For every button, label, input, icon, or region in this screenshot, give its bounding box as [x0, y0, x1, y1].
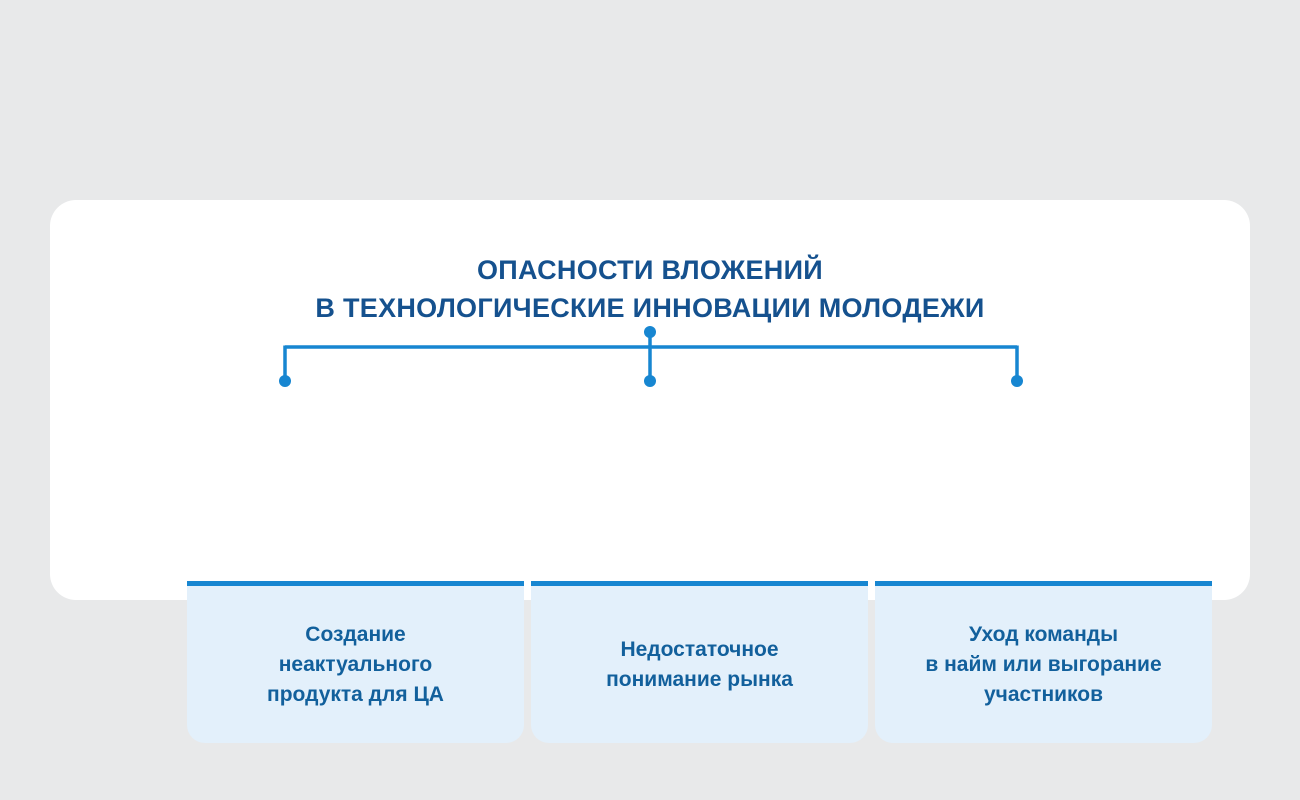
- risk-box-label: Уход команды в найм или выгорание участн…: [925, 622, 1162, 706]
- risk-box-irrelevant-product: Создание неактуального продукта для ЦА: [187, 581, 524, 743]
- risk-box-label: Недостаточное понимание рынка: [606, 637, 793, 691]
- risk-box-team-burnout: Уход команды в найм или выгорание участн…: [875, 581, 1212, 743]
- risk-box-label: Создание неактуального продукта для ЦА: [267, 622, 444, 706]
- risk-box-market-understanding: Недостаточное понимание рынка: [531, 581, 868, 743]
- diagram-card: ОПАСНОСТИ ВЛОЖЕНИЙ В ТЕХНОЛОГИЧЕСКИЕ ИНН…: [50, 200, 1250, 743]
- diagram-title: ОПАСНОСТИ ВЛОЖЕНИЙ В ТЕХНОЛОГИЧЕСКИЕ ИНН…: [315, 255, 985, 323]
